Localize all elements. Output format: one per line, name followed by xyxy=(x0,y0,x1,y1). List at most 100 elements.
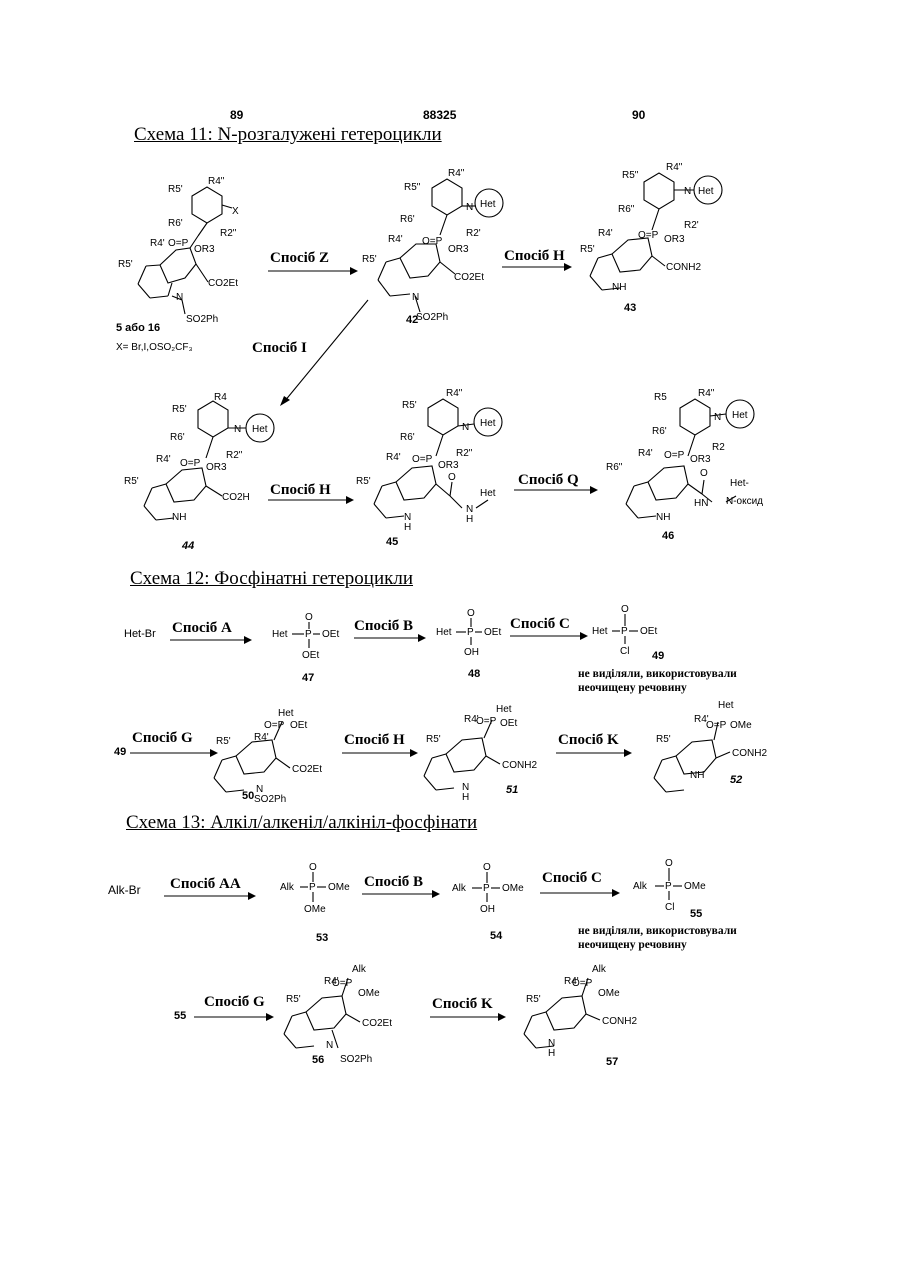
svg-text:OMe: OMe xyxy=(598,988,620,999)
svg-text:Cl: Cl xyxy=(665,902,674,913)
svg-text:P: P xyxy=(665,881,672,892)
svg-text:O=P: O=P xyxy=(476,716,497,727)
svg-text:OEt: OEt xyxy=(500,718,517,729)
svg-text:R4": R4" xyxy=(208,176,225,187)
compound-label-44: 44 xyxy=(182,540,194,552)
svg-text:R4': R4' xyxy=(254,732,269,743)
svg-text:Het: Het xyxy=(252,424,268,435)
method-g-label-2: Спосіб G xyxy=(204,994,265,1011)
compound-label-55: 55 xyxy=(690,908,702,920)
svg-text:Alk: Alk xyxy=(592,964,607,975)
svg-text:Het: Het xyxy=(480,199,496,210)
svg-text:OH: OH xyxy=(464,647,479,658)
svg-text:R2": R2" xyxy=(226,450,243,461)
svg-text:R4": R4" xyxy=(446,388,463,399)
method-aa-label: Спосіб AA xyxy=(170,876,241,893)
svg-text:R5': R5' xyxy=(362,254,377,265)
svg-text:CO2H: CO2H xyxy=(222,492,250,503)
svg-text:CONH2: CONH2 xyxy=(602,1016,637,1027)
svg-text:O: O xyxy=(309,862,317,873)
het-br-start: Het-Br xyxy=(124,628,156,640)
svg-text:O=P: O=P xyxy=(412,454,433,465)
svg-text:R5': R5' xyxy=(216,736,231,747)
scheme-13-title: Схема 13: Алкіл/алкеніл/алкініл-фосфінат… xyxy=(126,812,477,834)
svg-text:CONH2: CONH2 xyxy=(732,748,767,759)
svg-text:OH: OH xyxy=(480,904,495,915)
svg-text:Het: Het xyxy=(278,708,294,719)
compound-label-54: 54 xyxy=(490,930,502,942)
structure-compound-50 xyxy=(214,722,290,792)
method-q-label: Спосіб Q xyxy=(518,472,579,489)
svg-text:P: P xyxy=(621,626,628,637)
svg-text:R6": R6" xyxy=(606,462,623,473)
svg-text:R4': R4' xyxy=(598,228,613,239)
svg-text:SO2Ph: SO2Ph xyxy=(340,1054,372,1065)
svg-text:O: O xyxy=(448,472,456,483)
compound-label-53: 53 xyxy=(316,932,328,944)
svg-text:R5": R5" xyxy=(622,170,639,181)
svg-text:Het: Het xyxy=(480,418,496,429)
compound-label-42: 42 xyxy=(406,314,418,326)
svg-text:N: N xyxy=(234,424,241,435)
svg-text:R5': R5' xyxy=(426,734,441,745)
method-z-label: Спосіб Z xyxy=(270,250,329,267)
svg-text:O=P: O=P xyxy=(332,978,353,989)
svg-text:OEt: OEt xyxy=(484,627,501,638)
svg-text:CO2Et: CO2Et xyxy=(362,1018,392,1029)
svg-text:OEt: OEt xyxy=(322,629,339,640)
svg-text:OMe: OMe xyxy=(502,883,524,894)
svg-text:Het: Het xyxy=(436,627,452,638)
svg-text:OR3: OR3 xyxy=(194,244,215,255)
svg-text:O: O xyxy=(665,858,673,869)
svg-text:CONH2: CONH2 xyxy=(666,262,701,273)
svg-text:O: O xyxy=(483,862,491,873)
method-g-label: Спосіб G xyxy=(132,730,193,747)
svg-text:Het-: Het- xyxy=(730,478,749,489)
svg-text:R5': R5' xyxy=(356,476,371,487)
svg-text:N: N xyxy=(176,292,183,303)
svg-text:R4': R4' xyxy=(388,234,403,245)
svg-text:O: O xyxy=(621,604,629,615)
compound-label-45: 45 xyxy=(386,536,398,548)
svg-text:R5': R5' xyxy=(168,184,183,195)
svg-text:OMe: OMe xyxy=(730,720,752,731)
svg-text:Het: Het xyxy=(698,186,714,197)
svg-text:NH: NH xyxy=(690,770,704,781)
svg-text:Het: Het xyxy=(592,626,608,637)
svg-text:OEt: OEt xyxy=(640,626,657,637)
compound-label-5: 5 або 16 xyxy=(116,322,160,334)
svg-text:R5': R5' xyxy=(656,734,671,745)
method-h-label: Спосіб H xyxy=(504,248,565,265)
x-substituent-note: X= Br,I,OSO₂CF₃ xyxy=(116,342,193,353)
svg-text:N: N xyxy=(714,412,721,423)
svg-text:R5": R5" xyxy=(404,182,421,193)
svg-text:R5': R5' xyxy=(286,994,301,1005)
method-a-label: Спосіб A xyxy=(172,620,232,637)
svg-text:OEt: OEt xyxy=(302,650,319,661)
svg-text:Het: Het xyxy=(496,704,512,715)
svg-text:OR3: OR3 xyxy=(438,460,459,471)
compound-label-50: 50 xyxy=(242,790,254,802)
svg-text:R5': R5' xyxy=(526,994,541,1005)
svg-text:Cl: Cl xyxy=(620,646,629,657)
compound-label-57: 57 xyxy=(606,1056,618,1068)
svg-text:R6': R6' xyxy=(168,218,183,229)
svg-text:SO2Ph: SO2Ph xyxy=(254,794,286,805)
svg-text:NH: NH xyxy=(612,282,626,293)
method-h-label-3: Спосіб H xyxy=(344,732,405,749)
svg-text:CO2Et: CO2Et xyxy=(454,272,484,283)
svg-text:P: P xyxy=(309,882,316,893)
svg-text:R4': R4' xyxy=(150,238,165,249)
svg-text:OMe: OMe xyxy=(358,988,380,999)
compound-label-52: 52 xyxy=(730,774,742,786)
svg-text:Alk: Alk xyxy=(352,964,367,975)
svg-text:O: O xyxy=(700,468,708,479)
svg-text:R6': R6' xyxy=(400,432,415,443)
svg-text:R6': R6' xyxy=(170,432,185,443)
svg-text:H: H xyxy=(404,522,411,533)
compound-label-49: 49 xyxy=(652,650,664,662)
svg-text:R2': R2' xyxy=(684,220,699,231)
svg-text:P: P xyxy=(467,627,474,638)
svg-text:R2': R2' xyxy=(466,228,481,239)
svg-text:OEt: OEt xyxy=(290,720,307,731)
